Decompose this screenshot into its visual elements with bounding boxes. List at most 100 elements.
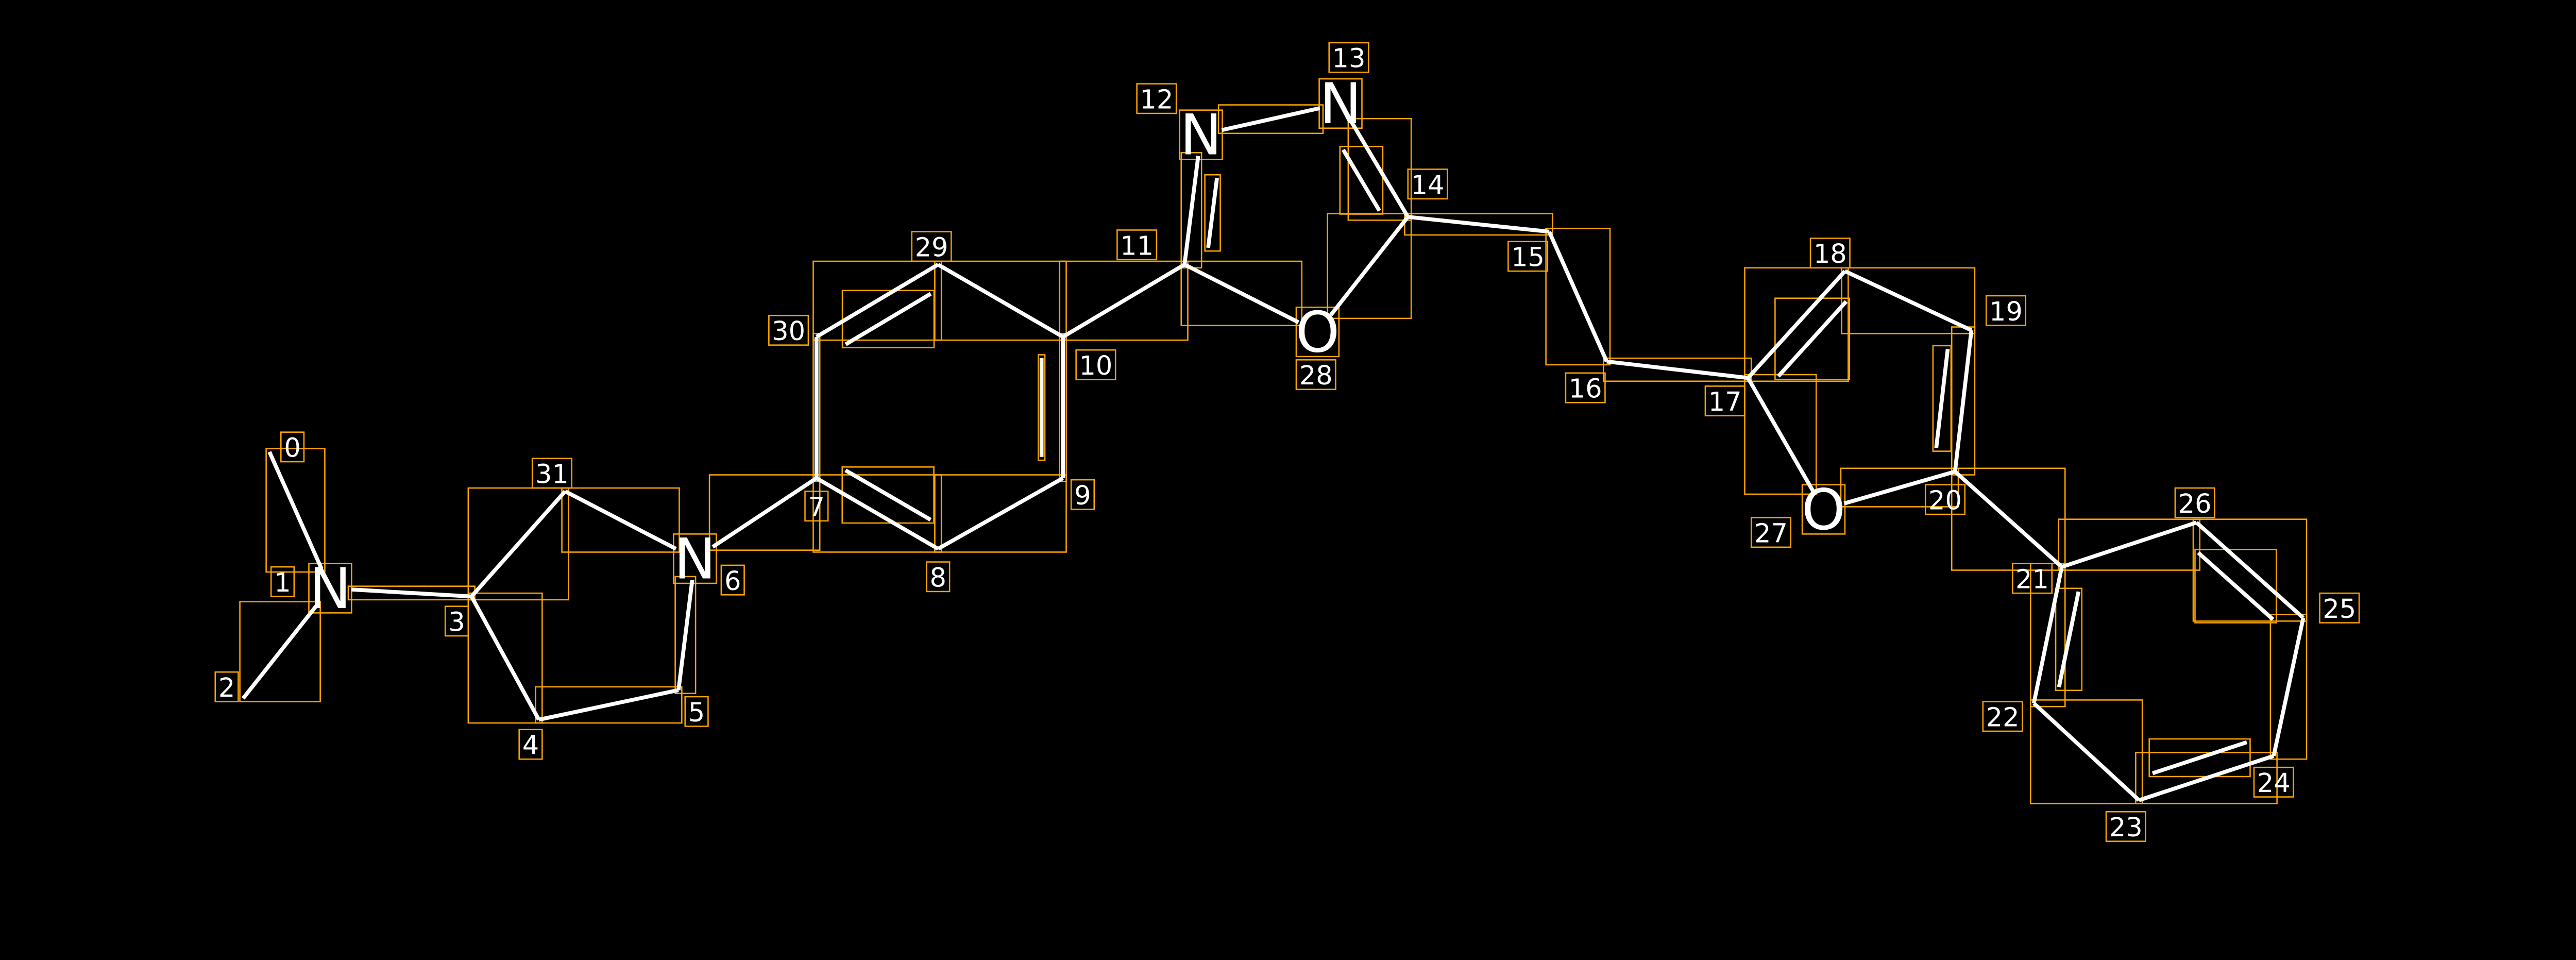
- bond-box-14-28: [1327, 213, 1412, 319]
- bond-0-1: [267, 451, 324, 570]
- atom-index-box-9: [1070, 479, 1095, 510]
- bond-3-31: [470, 490, 567, 598]
- bond-29-30: [815, 263, 939, 339]
- atom-index-9: 9: [1074, 481, 1091, 511]
- bond-inner-21-22: [2057, 591, 2081, 688]
- bond-23-24: [2138, 754, 2275, 802]
- bond-8-9: [937, 476, 1064, 551]
- atom-index-box-28: [1295, 359, 1336, 391]
- bond-box-5-6: [674, 576, 697, 694]
- bond-inner-box-25-26: [2194, 549, 2277, 624]
- bond-11-12: [1182, 156, 1200, 265]
- atom-index-2: 2: [218, 673, 235, 703]
- atom-index-13: 13: [1332, 44, 1366, 74]
- atom-index-box-8: [926, 561, 951, 593]
- atom-index-box-20: [1924, 484, 1966, 515]
- bonds: [241, 106, 2306, 802]
- atom-box-6: [673, 533, 717, 584]
- bond-18-19: [1844, 269, 1973, 332]
- bond-box-24-25: [2269, 614, 2308, 760]
- bond-13-14: [1349, 121, 1410, 218]
- bond-box-30-7: [812, 333, 821, 482]
- bond-box-9-10: [1059, 333, 1067, 482]
- bond-7-8: [815, 476, 939, 551]
- atom-index-1: 1: [274, 568, 291, 598]
- atom-index-3: 3: [448, 607, 465, 637]
- atom-box-12: [1179, 109, 1223, 160]
- bond-22-23: [2032, 701, 2141, 802]
- bond-box-31-6: [561, 487, 680, 553]
- bond-box-23-24: [2135, 752, 2278, 804]
- bond-1-2: [241, 603, 319, 700]
- bond-20-21: [1954, 470, 2063, 568]
- atom-index-box-16: [1565, 372, 1606, 403]
- bond-inner-box-29-30: [841, 290, 935, 348]
- atom-index-box-15: [1507, 241, 1549, 272]
- bond-inner-23-24: [2151, 740, 2248, 776]
- bond-inner-11-12: [1206, 178, 1219, 248]
- atom-index-6: 6: [724, 566, 741, 597]
- bond-box-17-18: [1744, 267, 1849, 382]
- atom-index-24: 24: [2257, 768, 2291, 799]
- atom-index-box-13: [1328, 42, 1369, 73]
- bond-16-17: [1606, 359, 1749, 380]
- bond-box-4-5: [535, 686, 683, 724]
- atom-box-28: [1295, 307, 1340, 358]
- atom-index-21: 21: [2015, 565, 2049, 595]
- atom-index-25: 25: [2323, 594, 2356, 625]
- atom-index-11: 11: [1120, 231, 1154, 261]
- atom-index-box-0: [280, 431, 305, 463]
- bond-box-29-30: [812, 260, 942, 341]
- bond-box-11-28: [1180, 260, 1303, 327]
- bond-14-15: [1408, 215, 1550, 234]
- bond-inner-13-14: [1341, 148, 1381, 212]
- bond-box-14-15: [1404, 213, 1553, 236]
- bond-5-6: [676, 579, 694, 690]
- atom-index-23: 23: [2109, 813, 2143, 843]
- bond-17-18: [1747, 270, 1846, 379]
- bond-6-7: [711, 476, 818, 549]
- bond-box-8-9: [934, 474, 1067, 553]
- atom-index-22: 22: [1986, 702, 2020, 733]
- atom-index-26: 26: [2178, 489, 2212, 519]
- bond-10-29: [937, 263, 1064, 339]
- atom-index-box-19: [1985, 295, 2027, 326]
- bond-box-15-16: [1545, 227, 1611, 366]
- atom-index-box-17: [1704, 385, 1745, 417]
- atom-index-box-14: [1407, 169, 1448, 200]
- atom-index-box-1: [270, 566, 295, 597]
- atom-index-box-25: [2319, 592, 2360, 624]
- background: [0, 0, 2576, 882]
- atom-index-box-21: [2011, 563, 2053, 594]
- bond-box-26-21: [2058, 518, 2201, 571]
- atom-index-14: 14: [1411, 170, 1445, 200]
- atom-index-30: 30: [772, 316, 805, 347]
- bond-box-0-1: [265, 448, 326, 573]
- atom-index-box-3: [444, 605, 469, 637]
- atom-index-box-6: [720, 564, 745, 596]
- bond-box-10-29: [934, 260, 1067, 341]
- bond-box-3-31: [467, 487, 569, 601]
- bond-inner-box-23-24: [2148, 738, 2251, 778]
- atom-index-box-22: [1982, 701, 2023, 732]
- atom-index-box-26: [2174, 487, 2215, 518]
- bond-box-22-23: [2030, 699, 2143, 804]
- atom-symbol-13: N: [1319, 71, 1361, 137]
- atom-index-31: 31: [535, 459, 569, 490]
- bond-box-12-13: [1217, 104, 1324, 134]
- bond-10-11: [1062, 263, 1186, 339]
- bond-inner-25-26: [2197, 551, 2275, 621]
- bond-26-21: [2061, 520, 2197, 569]
- atom-index-17: 17: [1708, 387, 1742, 417]
- atom-index-27: 27: [1754, 518, 1788, 549]
- atom-index-box-4: [518, 729, 543, 760]
- bond-inner-17-18: [1776, 300, 1848, 378]
- atom-index-15: 15: [1511, 243, 1545, 273]
- atom-symbol-12: N: [1180, 103, 1222, 168]
- bond-box-7-8: [812, 474, 942, 553]
- bond-box-1-2: [239, 601, 321, 702]
- bond-4-5: [538, 688, 679, 722]
- atom-symbol-6: N: [674, 526, 716, 592]
